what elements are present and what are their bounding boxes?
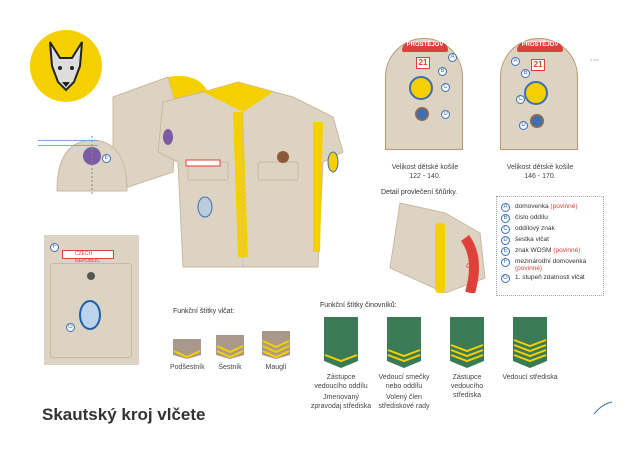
six-badge [530,114,544,128]
marker-c: C [516,95,525,104]
legend-marker: D [501,236,510,245]
measure-label: 1 cm [590,57,599,62]
legend-text: mezinárodní domovenka [515,258,587,265]
signature [592,400,614,416]
legend-marker: A [501,203,510,212]
town-tab: PROSTĚJOV [402,42,448,52]
czech-republic-tab: CZECH REPUBLIC [62,250,114,264]
marker-d: D [441,110,450,119]
marker-e: E [102,154,111,163]
measure-line [38,140,98,146]
badge-extra: Volený člen střediskové rady [378,394,430,410]
leader-function-badge: Vedoucí střediska [499,317,561,382]
marker-b: B [521,69,530,78]
sleeve-small: PROSTĚJOV 21 A B C D [385,38,463,150]
chevron-badge-icon [450,317,484,368]
troop-number: 21 [416,57,430,69]
marker-f: F [50,243,59,252]
cub-function-badge: Šestník [216,335,244,372]
page-title: Skautský kroj vlčete [42,405,206,424]
legend-text: znak WOSM [515,247,552,254]
size-caption-2: Velikost dětské košile 146 - 170. [485,163,595,181]
badge-label: Vedoucí střediska [502,374,558,381]
size-label: Velikost dětské košile [506,164,574,171]
legend-text: 1. stupeň zdatnosti vlčat [515,274,585,281]
troop-emblem [524,81,548,105]
legend-item: G 1. stupeň zdatnosti vlčat [501,274,599,283]
badge-label: Zástupce vedoucího střediska [450,374,484,399]
legend-text: domovenka [515,203,549,210]
cap-illustration: E [52,136,132,196]
pocket-detail: F CZECH REPUBLIC G [44,235,139,365]
size-range: 122 - 140. [409,173,441,180]
badge-label: Zástupce vedoucího oddílu [314,374,368,390]
cord-detail-illustration: ROS [385,198,490,293]
legend-marker: G [501,274,510,283]
chevron-badge-icon [513,317,547,368]
legend-note: (povinné) [553,247,581,254]
chevron-badge-icon [387,317,421,368]
legend-marker: E [501,247,510,256]
badge-label: Mauglí [265,364,287,371]
town-tab: PROSTĚJOV [517,42,563,52]
badge-label: Vedoucí smečky nebo oddílu [378,374,430,390]
badge-label: Šestník [218,364,242,371]
marker-d: D [519,121,528,130]
marker-a: A [511,57,520,66]
cub-function-badge: Mauglí [262,331,290,372]
marker-b: B [438,67,447,76]
shirt-illustration [108,72,353,272]
leader-function-badge: Zástupce vedoucího střediska [436,317,498,400]
wolf-logo [30,30,102,102]
marker-a: A [448,53,457,62]
legend-marker: B [501,214,510,223]
chevron-badge-icon [262,331,290,359]
legend-note: (povinné) [550,203,578,210]
marker-g: G [66,323,75,332]
legend-note: (povinné) [515,265,543,272]
troop-number: 21 [531,59,545,71]
cub-badges: Podšestník Šestník Mauglí [170,325,310,372]
badge-label: Podšestník [170,364,205,371]
size-range: 146 - 170. [524,173,556,180]
legend-text: oddílový znak [515,225,555,232]
pocket-button [87,272,95,280]
cord-detail-caption: Detail provlečení šňůrky. [381,189,458,196]
six-badge [415,107,429,121]
cub-function-badge: Podšestník [170,339,205,372]
chevron-badge-icon [173,339,202,359]
leader-badges-heading: Funkční štítky činovníků: [320,302,397,309]
legend-text: číslo oddílu [515,214,548,221]
cub-badges-heading: Funkční štítky vlčat: [173,308,235,315]
legend-marker: C [501,225,510,234]
size-label: Velikost dětské košile [391,164,459,171]
cub-badge-g [79,300,101,330]
chevron-badge-icon [324,317,358,368]
troop-emblem [409,76,433,100]
badge-extra: Jmenovaný zpravodaj střediska [310,394,372,410]
marker-c: C [441,83,450,92]
sleeve-large: PROSTĚJOV 21 A B C D [500,38,578,150]
legend-marker: F [501,258,510,267]
legend-text: šestka vlčat [515,236,549,243]
chevron-badge-icon [216,335,244,359]
size-caption-1: Velikost dětské košile 122 - 140. [370,163,480,181]
